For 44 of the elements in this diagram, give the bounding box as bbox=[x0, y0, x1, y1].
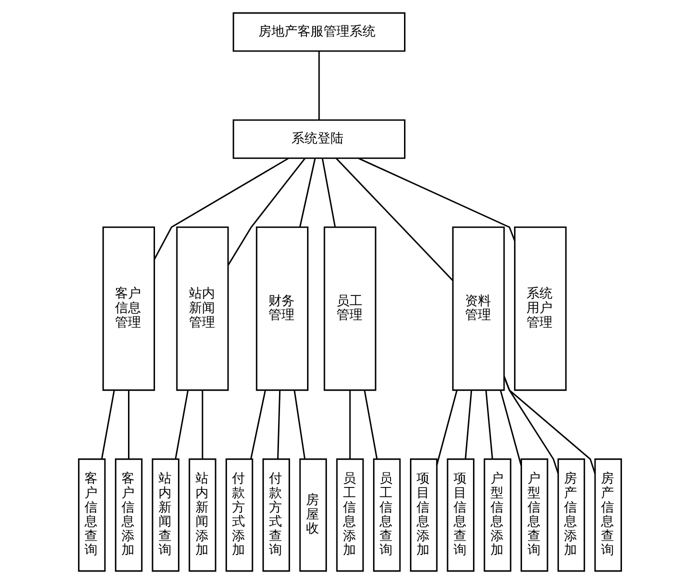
node-box: 房屋收 bbox=[299, 458, 327, 572]
node-box: 员工信息添加 bbox=[336, 458, 364, 572]
node-box: 资料管理 bbox=[452, 226, 505, 391]
node-box: 房地产客服管理系统 bbox=[232, 12, 406, 52]
connector bbox=[336, 158, 454, 281]
connector bbox=[364, 390, 378, 460]
connector bbox=[436, 390, 458, 466]
connector bbox=[464, 390, 472, 459]
node-box: 站内新闻添加 bbox=[188, 458, 216, 572]
node-box: 员工管理 bbox=[324, 226, 376, 391]
connector bbox=[128, 390, 130, 459]
node-box: 项目信息查询 bbox=[446, 458, 474, 572]
connector bbox=[174, 390, 189, 460]
node-box: 员工信息查询 bbox=[373, 458, 401, 572]
connector bbox=[154, 158, 289, 260]
node-box: 付款方式添加 bbox=[226, 458, 254, 572]
node-box: 财务管理 bbox=[256, 226, 308, 391]
connector bbox=[294, 390, 306, 460]
connector bbox=[358, 158, 516, 242]
connector bbox=[318, 51, 320, 120]
connector bbox=[277, 390, 281, 459]
node-box: 户型信息添加 bbox=[484, 458, 512, 572]
node-box: 房产信息添加 bbox=[557, 458, 586, 572]
connector bbox=[228, 158, 306, 266]
node-box: 客户信息添加 bbox=[114, 458, 143, 572]
connector bbox=[101, 390, 115, 460]
node-box: 客户信息管理 bbox=[102, 226, 156, 391]
connector bbox=[349, 390, 351, 459]
node-box: 付款方式查询 bbox=[262, 458, 290, 572]
node-box: 项目信息添加 bbox=[410, 458, 438, 572]
connector bbox=[299, 158, 316, 228]
connector bbox=[202, 390, 204, 459]
connector bbox=[500, 390, 522, 466]
connector bbox=[485, 390, 494, 459]
node-box: 站内新闻管理 bbox=[176, 226, 229, 391]
node-box: 系统登陆 bbox=[232, 119, 406, 159]
connector bbox=[504, 376, 596, 474]
node-box: 系统用户管理 bbox=[514, 226, 567, 391]
connector bbox=[250, 390, 266, 460]
node-box: 客户信息查询 bbox=[78, 458, 106, 572]
connector bbox=[322, 158, 336, 228]
node-box: 户型信息查询 bbox=[520, 458, 548, 572]
node-box: 站内新闻查询 bbox=[152, 458, 180, 572]
node-box: 房产信息查询 bbox=[594, 458, 622, 572]
